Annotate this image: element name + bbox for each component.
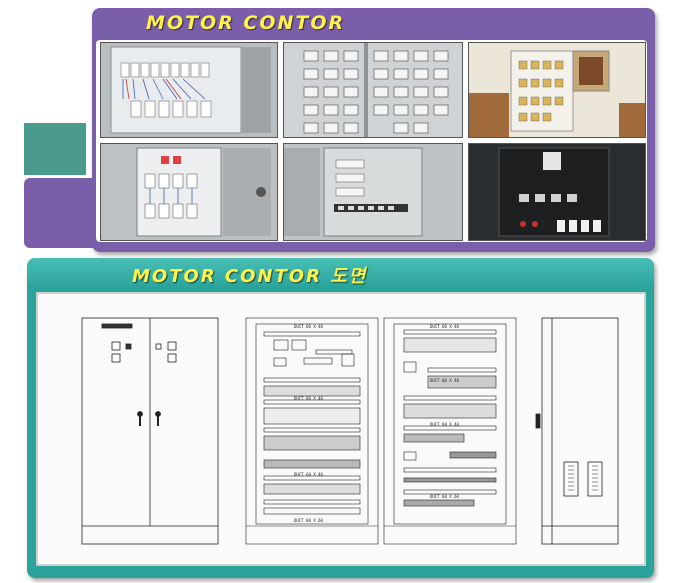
duct-label-4: DUCT 60 X 60 <box>294 518 323 523</box>
duct-label-5: DUCT 60 X 40 <box>430 324 459 329</box>
drawing-header-band <box>27 258 654 288</box>
duct-label-3: DUCT 60 X 40 <box>294 472 323 477</box>
photo-panel-front <box>283 143 463 241</box>
drawing-title: MOTOR CONTOR 도면 <box>132 266 368 287</box>
duct-label-2: DUCT 80 X 40 <box>294 396 323 401</box>
duct-label-7: DUCT 60 X 40 <box>430 422 459 427</box>
duct-label-6: DUCT 80 X 40 <box>430 378 459 383</box>
photo-breaker-rows <box>283 42 463 138</box>
cad-drawing: DUCT 60 X 40 DUCT 80 X 40 DUCT 60 X 40 D… <box>36 292 646 566</box>
purple-side-tab <box>24 178 98 248</box>
cabinet-inner-layout-left <box>245 317 379 545</box>
cabinet-front-view <box>81 317 219 545</box>
photos-title: MOTOR CONTOR <box>146 12 346 34</box>
duct-label-1: DUCT 60 X 40 <box>294 324 323 329</box>
cabinet-side-view <box>535 317 619 545</box>
cad-drawing-svg <box>81 317 619 545</box>
photo-wall-panel <box>468 42 646 138</box>
photo-open-panel-1 <box>100 42 278 138</box>
teal-accent-square <box>24 123 86 175</box>
photo-open-panel-2 <box>100 143 278 241</box>
photo-dark-panel <box>468 143 646 241</box>
cabinet-inner-layout-right <box>383 317 517 545</box>
duct-label-8: DUCT 60 X 60 <box>430 494 459 499</box>
